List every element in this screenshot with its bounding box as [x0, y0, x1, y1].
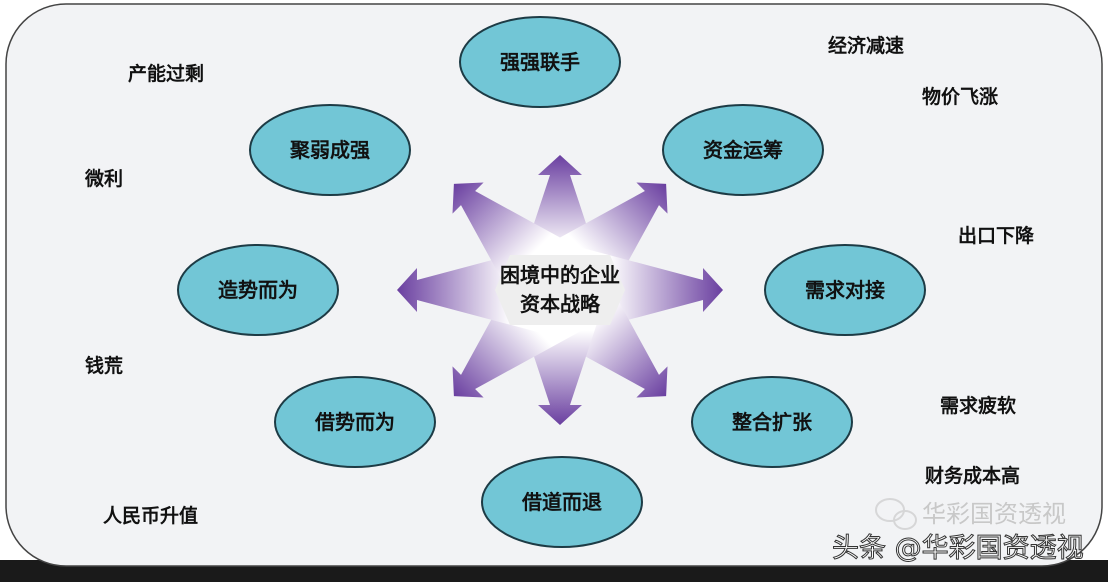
factor-right: 物价飞涨 — [922, 85, 998, 108]
strategy-label: 整合扩张 — [731, 410, 813, 434]
strategy-oval: 聚弱成强 — [249, 104, 411, 196]
center-title-line1: 困境中的企业 — [500, 263, 620, 287]
strategy-label: 需求对接 — [805, 278, 885, 302]
watermark-caption: 头条 @华彩国资透视 — [832, 533, 1084, 564]
strategy-oval: 借势而为 — [274, 376, 436, 468]
factor-left: 微利 — [84, 167, 123, 190]
strategy-oval: 借道而退 — [481, 456, 643, 548]
wechat-icon — [875, 498, 917, 530]
factor-left: 产能过剩 — [128, 62, 204, 85]
strategy-label: 造势而为 — [218, 278, 298, 302]
center-title-line2: 资本战略 — [520, 292, 601, 316]
center-hexagon — [495, 255, 625, 325]
factor-right: 财务成本高 — [925, 464, 1020, 487]
strategy-oval: 整合扩张 — [691, 376, 853, 468]
strategy-oval: 需求对接 — [764, 244, 926, 336]
watermark-faint: 华彩国资透视 — [922, 500, 1066, 528]
factor-right: 需求疲软 — [940, 394, 1016, 417]
strategy-label: 聚弱成强 — [289, 138, 370, 162]
strategy-label: 借道而退 — [521, 490, 602, 514]
strategy-label: 资金运筹 — [703, 138, 783, 162]
strategy-oval: 强强联手 — [459, 16, 621, 108]
factor-right: 经济减速 — [828, 34, 904, 57]
factor-left: 人民币升值 — [103, 504, 198, 527]
strategy-label: 借势而为 — [314, 410, 395, 434]
strategy-oval: 造势而为 — [177, 244, 339, 336]
watermark: 华彩国资透视 头条 @华彩国资透视 — [832, 498, 1084, 565]
factor-right: 出口下降 — [958, 224, 1035, 247]
strategy-oval: 资金运筹 — [662, 104, 824, 196]
strategy-label: 强强联手 — [500, 50, 580, 74]
factor-left: 钱荒 — [85, 354, 123, 377]
